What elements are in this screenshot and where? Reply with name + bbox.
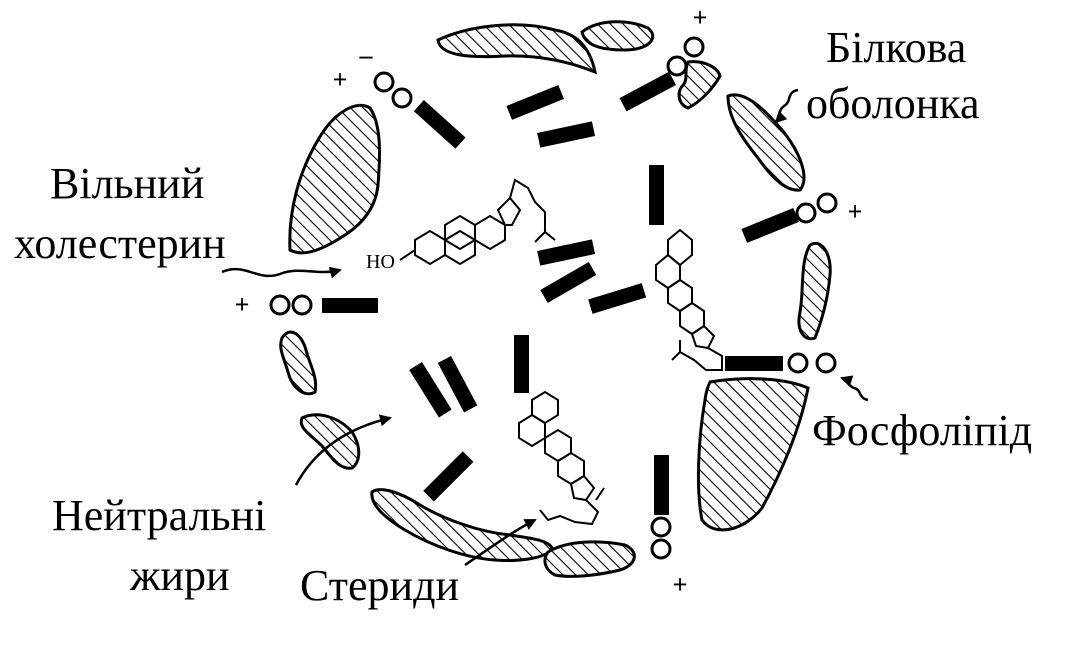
- pointer-arrows: [221, 88, 869, 567]
- tail-bar-16: [423, 451, 474, 502]
- steroid-molecule-right: [655, 228, 723, 371]
- tail-bar-15: [437, 355, 478, 413]
- phospholipid-head-d2: [815, 352, 837, 374]
- tail-bar-9: [537, 121, 596, 148]
- tail-bar-1: [413, 100, 466, 149]
- phospholipid-head-a2: [391, 87, 413, 109]
- label-free-cholesterol-line2: холестерин: [14, 219, 226, 268]
- phospholipid-head-b1: [666, 55, 688, 77]
- label-neutral-fats-line1: Нейтральні: [52, 491, 266, 540]
- protein-shell-patches: [279, 20, 832, 578]
- label-free-cholesterol-line1: Вільний: [50, 159, 204, 208]
- charge-sign-plus-2: +: [693, 3, 708, 32]
- phospholipid-heads: [269, 36, 838, 560]
- tail-bar-6: [514, 335, 529, 393]
- tail-bar-11: [537, 239, 596, 266]
- charge-sign-plus-4: +: [235, 290, 250, 319]
- label-neutral-fats-line2: жири: [129, 551, 230, 600]
- protein-patch-bottom-b: [543, 540, 636, 578]
- neutral-fats-arrow: [294, 414, 392, 486]
- tail-bar-7: [619, 71, 677, 112]
- protein-shell-arrow: [774, 88, 799, 124]
- protein-patch-left-top: [288, 103, 381, 255]
- hydroxyl-group-label: HO: [366, 251, 395, 273]
- protein-patch-left-low: [299, 413, 361, 470]
- label-sterides: Стериди: [300, 561, 459, 610]
- labels: HO Білкова оболонка Вільний холестерин Н…: [14, 23, 1032, 610]
- charge-signs: + – + + + +: [235, 3, 863, 599]
- tail-bar-2: [322, 298, 378, 313]
- protein-patch-right-b: [797, 241, 832, 341]
- phospholipid-head-e1: [650, 516, 672, 538]
- phospholipid-arrow: [840, 375, 869, 402]
- tail-bar-10: [741, 208, 799, 243]
- phospholipid-head-d1: [787, 352, 809, 374]
- label-protein-shell-line2: оболонка: [806, 79, 980, 128]
- tail-bar-13: [588, 283, 647, 314]
- charge-sign-plus-1: +: [333, 65, 348, 94]
- phospholipid-head-c2: [816, 192, 838, 214]
- protein-patch-bottom-a: [370, 488, 554, 562]
- tail-bar-8: [506, 85, 564, 120]
- protein-patch-right-a: [726, 93, 806, 192]
- charge-sign-minus: –: [359, 41, 374, 70]
- free-cholesterol-molecule: [399, 178, 556, 266]
- charge-sign-plus-5: +: [673, 570, 688, 599]
- label-protein-shell-line1: Білкова: [826, 23, 966, 72]
- phospholipid-head-e2: [650, 538, 672, 560]
- label-phospholipid: Фосфоліпід: [812, 406, 1032, 455]
- cholesterol-arrow: [221, 266, 342, 279]
- charge-sign-plus-3: +: [848, 197, 863, 226]
- protein-patch-right-c: [696, 377, 810, 532]
- protein-patch-left-mid: [279, 330, 318, 396]
- tail-bar-4: [649, 165, 664, 225]
- tail-bar-14: [409, 362, 452, 418]
- phospholipid-head-f2: [291, 294, 313, 316]
- lipid-tail-bars: [322, 71, 799, 515]
- sterides-arrow: [464, 518, 537, 567]
- tail-bar-3: [725, 356, 783, 371]
- steroid-molecule-bottom: [518, 390, 605, 526]
- protein-patch-top-c: [677, 60, 722, 110]
- phospholipid-head-c1: [795, 202, 817, 224]
- tail-bar-5: [654, 455, 669, 515]
- phospholipid-head-a1: [373, 71, 395, 93]
- protein-patch-top-a: [436, 23, 598, 75]
- tail-bar-12: [540, 261, 597, 303]
- phospholipid-head-f1: [269, 294, 291, 316]
- phospholipid-head-b2: [683, 36, 705, 58]
- protein-patch-top-b: [580, 20, 655, 52]
